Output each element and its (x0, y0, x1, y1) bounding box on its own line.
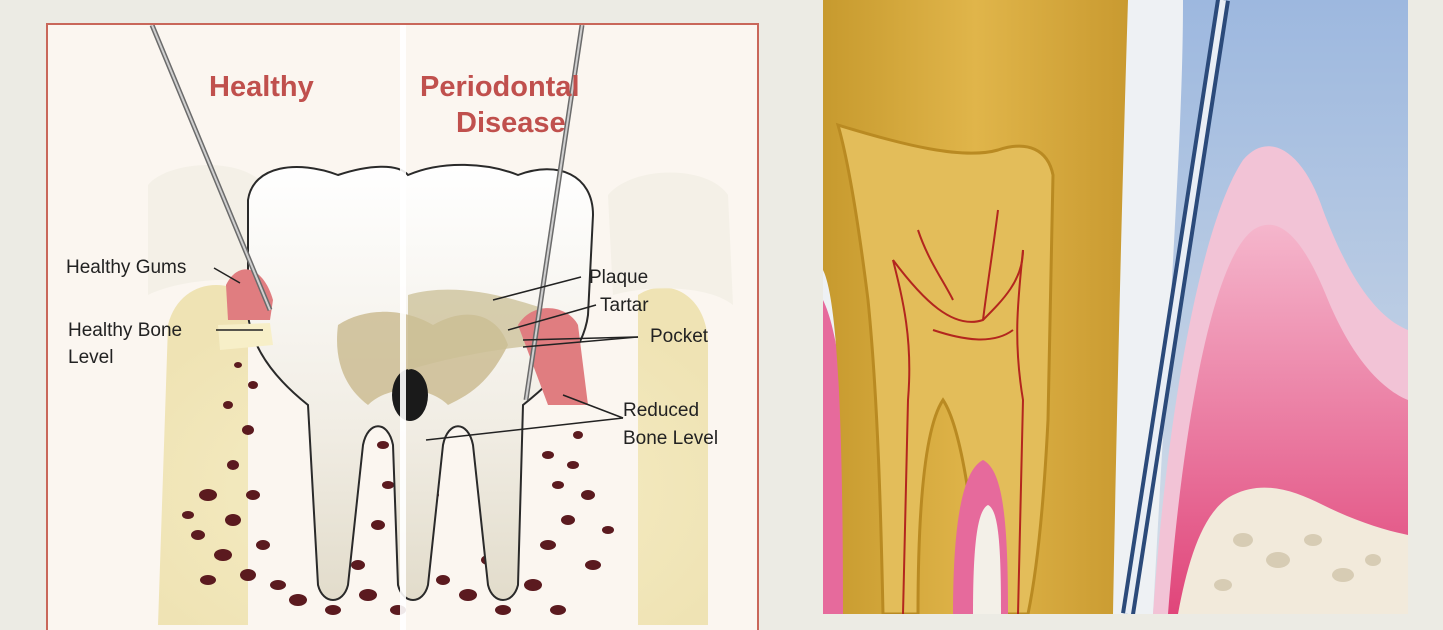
label-healthy-gums: Healthy Gums (66, 257, 186, 278)
periodontal-diagram: Healthy Periodontal Disease Healthy Gums… (48, 25, 759, 630)
label-tartar: Tartar (600, 295, 649, 316)
title-healthy: Healthy (209, 71, 314, 103)
label-pocket: Pocket (650, 326, 709, 347)
center-divider (400, 25, 406, 630)
label-reduced-line1: Reduced (623, 400, 699, 421)
label-reduced-line2: Bone Level (623, 428, 718, 449)
decay-cavity (392, 369, 428, 421)
label-healthy-bone-line2: Level (68, 347, 113, 368)
tooth-cross-section-panel (823, 0, 1408, 614)
label-healthy-bone-line1: Healthy Bone (68, 320, 182, 341)
title-disease-line2: Disease (456, 107, 566, 139)
title-disease-line1: Periodontal (420, 71, 580, 103)
tooth-cross-section-illustration (823, 0, 1408, 614)
label-plaque: Plaque (589, 267, 648, 288)
periodontal-diagram-panel: Healthy Periodontal Disease Healthy Gums… (46, 23, 759, 630)
